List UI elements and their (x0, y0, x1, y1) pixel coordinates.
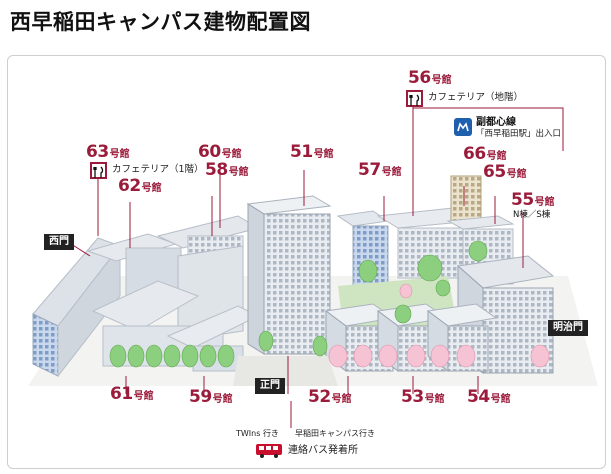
building-60-58 (156, 215, 260, 342)
campus-map-illustration (28, 90, 598, 428)
label-building-55: 55号館 (511, 190, 555, 210)
label-building-62: 62号館 (118, 176, 162, 196)
cafeteria-63-label: カフェテリア（1階） (112, 164, 204, 175)
tree-row-south (109, 240, 488, 368)
building-66 (450, 175, 482, 222)
knife-fork-icon (406, 90, 423, 107)
west-gate-label: 西門 (44, 234, 74, 250)
knife-fork-icon (90, 162, 107, 179)
label-building-66: 66号館 (463, 144, 507, 164)
main-plaza (233, 356, 338, 386)
building-51 (246, 195, 332, 355)
label-building-53: 53号館 (401, 387, 445, 407)
metro-exit-label: 「西早稲田駅」出入口 (476, 129, 562, 139)
label-building-58: 58号館 (205, 160, 249, 180)
label-building-57: 57号館 (358, 160, 402, 180)
label-building-61: 61号館 (110, 384, 154, 404)
label-building-60: 60号館 (198, 142, 242, 162)
building-63 (32, 237, 121, 378)
leader-lines (67, 90, 564, 428)
cafeteria-56-label: カフェテリア（地階） (428, 92, 524, 103)
page-title: 西早稲田キャンパス建物配置図 (10, 10, 311, 34)
bus-twins-label: TWIns 行き (236, 429, 279, 438)
bus-waseda-label: 早稲田キャンパス行き (295, 429, 375, 438)
label-building-59: 59号館 (189, 387, 233, 407)
bus-icon (256, 444, 282, 458)
meiji-gate-label: 明治門 (548, 320, 588, 336)
campus-map: 63号館 62号館 60号館 58号館 51号館 57号館 56号館 66号館 … (7, 55, 606, 469)
main-gate-label: 正門 (255, 378, 285, 394)
metro-line-name: 副都心線 (476, 117, 516, 128)
label-building-51: 51号館 (290, 142, 334, 162)
tokyo-metro-icon (454, 118, 472, 136)
sakura-trees (328, 283, 550, 368)
label-building-54: 54号館 (467, 387, 511, 407)
label-building-56: 56号館 (408, 68, 452, 88)
bus-stop-label: 連絡バス発着所 (288, 445, 358, 456)
label-building-52: 52号館 (308, 387, 352, 407)
label-building-65: 65号館 (483, 162, 527, 182)
label-building-63: 63号館 (86, 142, 130, 162)
building-52 (324, 303, 395, 372)
label-building-55-wings: N棟／S棟 (513, 210, 551, 220)
